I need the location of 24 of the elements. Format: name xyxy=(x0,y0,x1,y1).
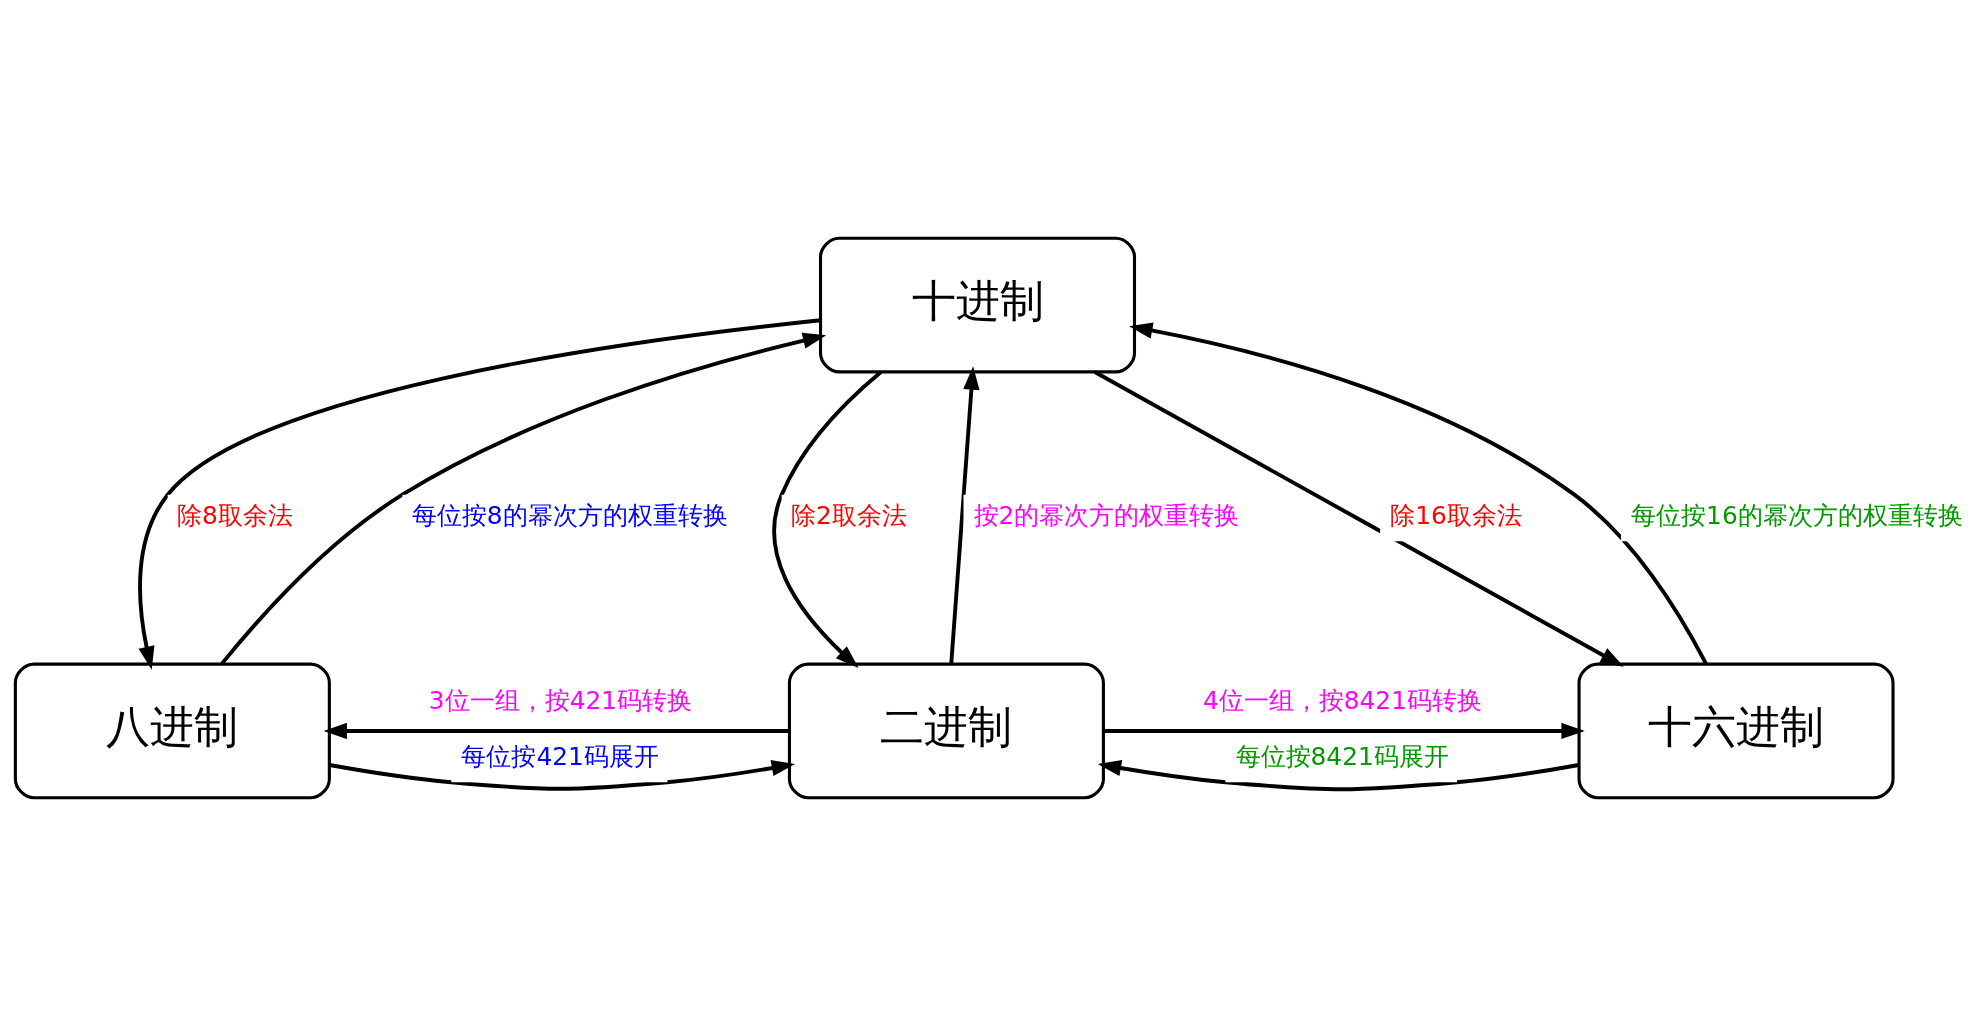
edge-label: 按2的幂次方的权重转换 xyxy=(973,500,1240,530)
edge-label: 除2取余法 xyxy=(790,500,907,530)
edge-label: 每位按16的幂次方的权重转换 xyxy=(1631,500,1963,530)
edge-label: 3位一组，按421码转换 xyxy=(428,685,693,715)
edge-label: 除16取余法 xyxy=(1390,500,1522,530)
arrow xyxy=(949,365,980,664)
arrow xyxy=(1093,369,1624,667)
arrow xyxy=(1103,722,1585,739)
arrow xyxy=(1097,759,1580,791)
node-box: 八进制 xyxy=(13,662,331,799)
edge-label: 每位按8的幂次方的权重转换 xyxy=(411,500,728,530)
edge-label: 每位按8421码展开 xyxy=(1235,741,1449,771)
arrow xyxy=(772,370,883,668)
edge-label: 每位按421码展开 xyxy=(461,741,659,771)
edge-label: 除8取余法 xyxy=(177,500,293,530)
node-box: 十进制 xyxy=(818,236,1137,373)
arrow xyxy=(329,759,796,791)
arrow xyxy=(1129,321,1708,665)
arrow xyxy=(220,332,827,665)
arrow xyxy=(138,317,821,670)
edge-label: 4位一组，按8421码转换 xyxy=(1202,685,1482,715)
node-box: 十六进制 xyxy=(1577,662,1895,799)
node-box: 二进制 xyxy=(787,662,1105,799)
arrow xyxy=(323,722,789,739)
